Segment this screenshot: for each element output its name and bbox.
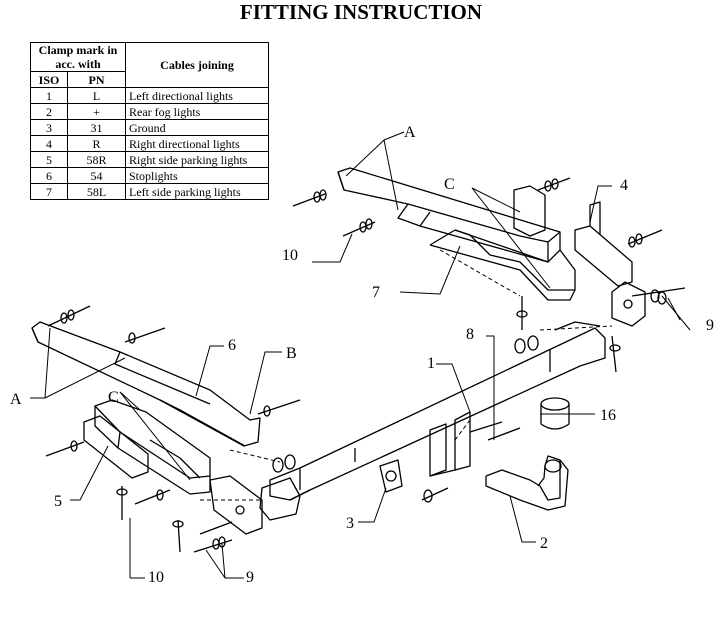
table-row: 7 58L Left side parking lights bbox=[30, 183, 269, 200]
callout-9-bottom: 9 bbox=[246, 569, 254, 586]
description-cell: Right side parking lights bbox=[125, 151, 269, 168]
table-row: 4 R Right directional lights bbox=[30, 135, 269, 152]
table-row: 3 31 Ground bbox=[30, 119, 269, 136]
right-side-bracket bbox=[513, 185, 646, 327]
callout-b: B bbox=[286, 345, 297, 362]
bolts-and-washers bbox=[45, 177, 686, 553]
callout-c-left: C bbox=[108, 389, 119, 406]
left-side-plate bbox=[83, 415, 263, 535]
leader-lines bbox=[30, 131, 691, 579]
callout-10-top: 10 bbox=[282, 247, 298, 264]
page-title: FITTING INSTRUCTION bbox=[239, 0, 483, 24]
callout-16: 16 bbox=[600, 407, 616, 424]
callout-2: 2 bbox=[540, 535, 548, 552]
cable-legend-table: Clamp mark in acc. with Cables joining I… bbox=[30, 42, 269, 200]
callout-9-right: 9 bbox=[706, 317, 714, 334]
tow-ball-cap bbox=[540, 397, 570, 430]
alignment-lines bbox=[200, 249, 613, 501]
callout-a-top: A bbox=[404, 124, 416, 141]
description-cell: Stoplights bbox=[125, 167, 269, 184]
callout-labels: A C 4 10 7 9 6 B 8 1 A C 16 5 3 2 10 9 bbox=[10, 124, 714, 586]
callout-7: 7 bbox=[372, 284, 380, 301]
upper-right-bracket bbox=[337, 167, 576, 301]
cables-joining-header: Cables joining bbox=[125, 42, 269, 88]
lower-left-bracket bbox=[31, 321, 261, 495]
iso-cell: 7 bbox=[30, 183, 68, 200]
callout-1: 1 bbox=[427, 355, 435, 372]
callout-5: 5 bbox=[54, 493, 62, 510]
tow-ball-neck bbox=[485, 455, 569, 511]
socket-plate bbox=[379, 459, 403, 493]
pn-cell: 58L bbox=[67, 183, 126, 200]
pn-cell: 54 bbox=[67, 167, 126, 184]
description-cell: Left side parking lights bbox=[125, 183, 269, 200]
callout-c-top: C bbox=[444, 176, 455, 193]
callout-8: 8 bbox=[466, 326, 474, 343]
callout-10-bottom: 10 bbox=[148, 569, 164, 586]
pn-cell: 31 bbox=[67, 119, 126, 136]
description-cell: Ground bbox=[125, 119, 269, 136]
callout-4: 4 bbox=[620, 177, 628, 194]
clamp-mark-header: Clamp mark in acc. with bbox=[30, 42, 126, 72]
callout-6: 6 bbox=[228, 337, 236, 354]
main-crossbar bbox=[259, 321, 606, 521]
table-row: 6 54 Stoplights bbox=[30, 167, 269, 184]
neck-mount-plates bbox=[429, 411, 471, 477]
callout-a-left: A bbox=[10, 391, 22, 408]
description-cell: Right directional lights bbox=[125, 135, 269, 152]
pn-header: PN bbox=[67, 71, 126, 88]
callout-3: 3 bbox=[346, 515, 354, 532]
